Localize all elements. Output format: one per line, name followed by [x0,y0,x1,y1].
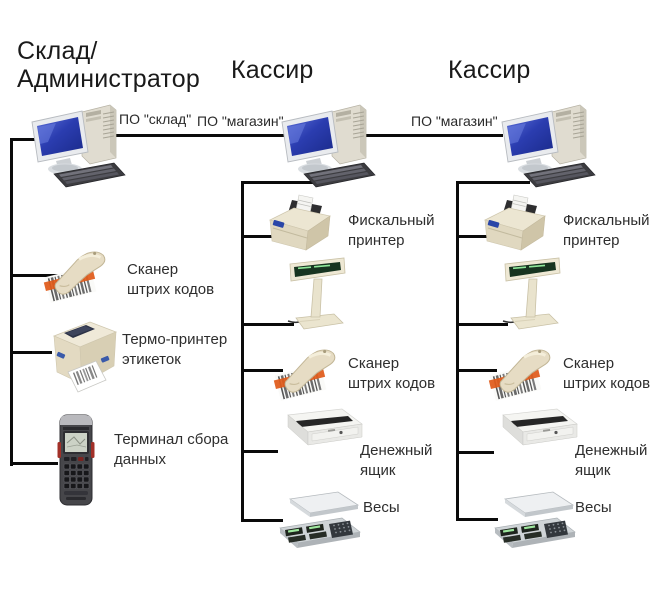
connector-admin-thermal-branch [10,351,52,354]
connector-cashier2-fiscal-branch [456,235,488,238]
desktop-computer-icon [26,100,126,192]
connector-admin-to-cashier1 [112,134,288,137]
label-cashier1-cash-drawer: Денежный ящик [360,442,433,479]
label-cashier2-cash-drawer: Денежный ящик [575,442,648,479]
barcode-scanner-icon [42,242,120,304]
connector-cashier1-bus [241,181,244,522]
customer-pole-display-icon [501,257,565,331]
fiscal-printer-icon [264,194,342,252]
connector-admin-bus [10,138,13,466]
label-cashier1-fiscal-printer: Фискальный принтер [348,212,435,249]
link-label-warehouse-software: ПО "склад" [119,111,192,127]
connector-cashier2-display-branch [456,323,508,326]
fiscal-printer-icon [479,194,557,252]
data-collection-terminal-icon [52,412,100,508]
connector-cashier1-to-cashier2 [360,134,503,137]
label-admin-data-terminal: Терминал сбора данных [114,431,229,468]
connector-cashier2-scanner-branch [456,369,497,372]
title-cashier-1: Кассир [231,56,314,84]
connector-cashier1-drawer-branch [241,450,278,453]
label-admin-scanner: Сканер штрих кодов [127,261,215,298]
connector-cashier1-fiscal-branch [241,235,273,238]
cash-drawer-icon [489,408,579,460]
connector-cashier2-bus [456,181,459,521]
connector-cashier2-drawer-branch [456,451,494,454]
connector-admin-scanner-branch [10,274,58,277]
connector-cashier1-computer-branch [241,181,316,184]
link-label-store-software-2: ПО "магазин" [411,113,498,129]
desktop-computer-icon [276,100,376,192]
label-cashier1-scanner: Сканер штрих кодов [348,355,436,392]
connector-admin-computer-branch [10,138,58,141]
customer-pole-display-icon [286,257,350,331]
electronic-scale-icon [489,490,577,552]
connector-cashier1-scale-branch [241,519,283,522]
connector-admin-terminal-branch [10,462,58,465]
label-cashier2-fiscal-printer: Фискальный принтер [563,212,650,249]
cash-drawer-icon [274,408,364,460]
thermal-label-printer-icon [42,314,122,402]
title-warehouse-admin: Склад/ Администратор [17,37,200,94]
desktop-computer-icon [496,100,596,192]
title-cashier-2: Кассир [448,56,531,84]
connector-cashier2-scale-branch [456,518,498,521]
label-cashier1-scale: Весы [363,499,400,516]
barcode-scanner-icon [487,340,565,402]
link-label-store-software-1: ПО "магазин" [197,113,284,129]
connector-cashier1-display-branch [241,323,294,326]
label-cashier2-scanner: Сканер штрих кодов [563,355,651,392]
label-admin-thermal-printer: Термо-принтер этикеток [122,331,228,368]
connector-cashier1-scanner-branch [241,369,283,372]
label-cashier2-scale: Весы [575,499,612,516]
barcode-scanner-icon [272,340,350,402]
connector-cashier2-computer-branch [456,181,530,184]
electronic-scale-icon [274,490,362,552]
